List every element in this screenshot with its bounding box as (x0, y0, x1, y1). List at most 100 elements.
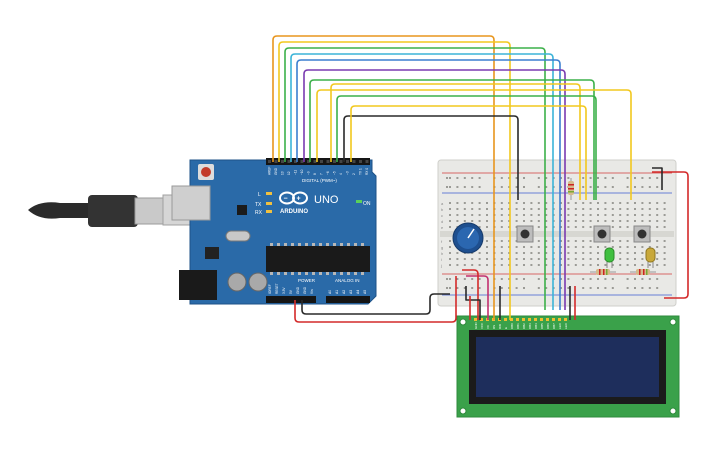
wire-red-rail[interactable] (652, 171, 689, 299)
wire-black-lcd-2[interactable] (465, 286, 481, 320)
breadboard-hole (545, 246, 548, 248)
reset-button-cap[interactable] (201, 167, 211, 177)
breadboard-hole (560, 208, 562, 210)
rail-hole (463, 287, 466, 289)
wire-green-pin11[interactable] (284, 47, 546, 310)
breadboard-hole (530, 202, 533, 204)
breadboard-hole (456, 202, 459, 204)
wire-black-rail[interactable] (652, 167, 663, 190)
breadboard-hole (597, 246, 599, 248)
breadboard-hole (656, 240, 659, 242)
breadboard-hole (567, 208, 570, 210)
wire-red-5v[interactable] (294, 276, 457, 323)
breadboard-hole (626, 240, 629, 242)
lcd-pin-v0: V0 (486, 325, 490, 329)
breadboard-hole (634, 246, 636, 248)
wire-yellow-pin3[interactable] (350, 105, 587, 200)
arduino-board[interactable]: L TX RX ON − + ARDUINO UNO DIGITAL (PWM~… (171, 158, 377, 305)
breadboard-hole (560, 214, 562, 216)
wire-yellow-pin12[interactable] (278, 41, 511, 195)
breadboard-hole (663, 264, 666, 266)
breadboard-hole (597, 258, 599, 260)
pushbutton-2[interactable] (593, 225, 611, 243)
rail-hole (597, 287, 599, 289)
breadboard-hole (567, 214, 570, 216)
rail-hole (537, 287, 540, 289)
rail-hole (449, 278, 451, 280)
wire-cyan-pin10[interactable] (290, 53, 554, 310)
breadboard-hole (523, 214, 525, 216)
breadboard-hole (545, 258, 548, 260)
breadboard-hole (582, 214, 585, 216)
breadboard-hole (582, 240, 585, 242)
wire-red-lcd[interactable] (462, 269, 479, 320)
breadboard-hole (449, 202, 451, 204)
rail-hole (634, 287, 636, 289)
breadboard-hole (486, 246, 488, 248)
rail-hole (604, 177, 607, 179)
breadboard-hole (449, 246, 451, 248)
wire-magenta-lcd[interactable] (466, 275, 489, 320)
wire-green-pin4[interactable] (336, 95, 597, 200)
rail-hole (523, 278, 525, 280)
rail-hole (471, 278, 474, 280)
row-label-b: b (441, 207, 444, 212)
rail-hole (471, 287, 474, 289)
lcd-pin-rw: RW (498, 324, 502, 329)
breadboard-hole (663, 258, 666, 260)
breadboard-hole (545, 202, 548, 204)
pushbutton-3[interactable] (633, 225, 651, 243)
breadboard-hole (582, 208, 585, 210)
usb-cable (28, 194, 192, 227)
breadboard-hole (567, 246, 570, 248)
led-green[interactable] (604, 247, 615, 268)
rail-hole (463, 177, 466, 179)
breadboard-hole (656, 258, 659, 260)
breadboard-hole (478, 264, 481, 266)
pin-label-gnd: GND (274, 167, 278, 175)
breadboard-hole (656, 202, 659, 204)
breadboard-hole (471, 264, 474, 266)
breadboard-hole (597, 252, 599, 254)
wire-green-pin7[interactable] (309, 79, 595, 200)
lcd-module: GND VCC V0 RS RW E DB0 DB1 DB2 DB3 DB4 D… (456, 315, 680, 418)
rail-hole (648, 287, 651, 289)
breadboard-hole (545, 252, 548, 254)
breadboard-hole (604, 264, 607, 266)
breadboard-hole (634, 208, 636, 210)
rail-hole (641, 278, 644, 280)
breadboard-hole (663, 202, 666, 204)
rail-hole (597, 278, 599, 280)
pushbutton-1[interactable] (516, 225, 534, 243)
wire-yellow-pin5[interactable] (330, 83, 581, 200)
wire-purple-pin8[interactable] (303, 69, 566, 310)
breadboard-hole (515, 220, 518, 222)
row-label-a: a (441, 201, 444, 206)
wire-blue-pin9[interactable] (296, 59, 561, 310)
breadboard-hole (486, 226, 488, 228)
power-header (266, 296, 316, 303)
breadboard-hole (656, 208, 659, 210)
wire-orange-pin13[interactable] (272, 35, 495, 195)
lcd-pin-db6: DB6 (546, 323, 550, 329)
breadboard-hole (560, 226, 562, 228)
lcd-pin-led-a: LED (558, 322, 562, 329)
led-yellow[interactable] (645, 247, 656, 268)
breadboard-hole (641, 252, 644, 254)
breadboard-hole (597, 214, 599, 216)
breadboard-hole (478, 208, 481, 210)
wire-black-pin2[interactable] (343, 115, 519, 200)
row-label-g: g (441, 245, 443, 250)
pin-label-11: ~11 (294, 170, 298, 175)
breadboard-hole (589, 202, 592, 204)
potentiometer[interactable] (452, 222, 484, 254)
rail-hole (478, 186, 481, 188)
breadboard-hole (648, 208, 651, 210)
rail-hole (648, 278, 651, 280)
breadboard-hole (582, 246, 585, 248)
svg-text:−: − (284, 196, 288, 203)
wire-black-gnd[interactable] (301, 293, 450, 315)
pin-label-a1: A1 (335, 290, 339, 294)
label-on: ON (363, 201, 371, 207)
wire-yellow-pin6[interactable] (316, 89, 632, 200)
